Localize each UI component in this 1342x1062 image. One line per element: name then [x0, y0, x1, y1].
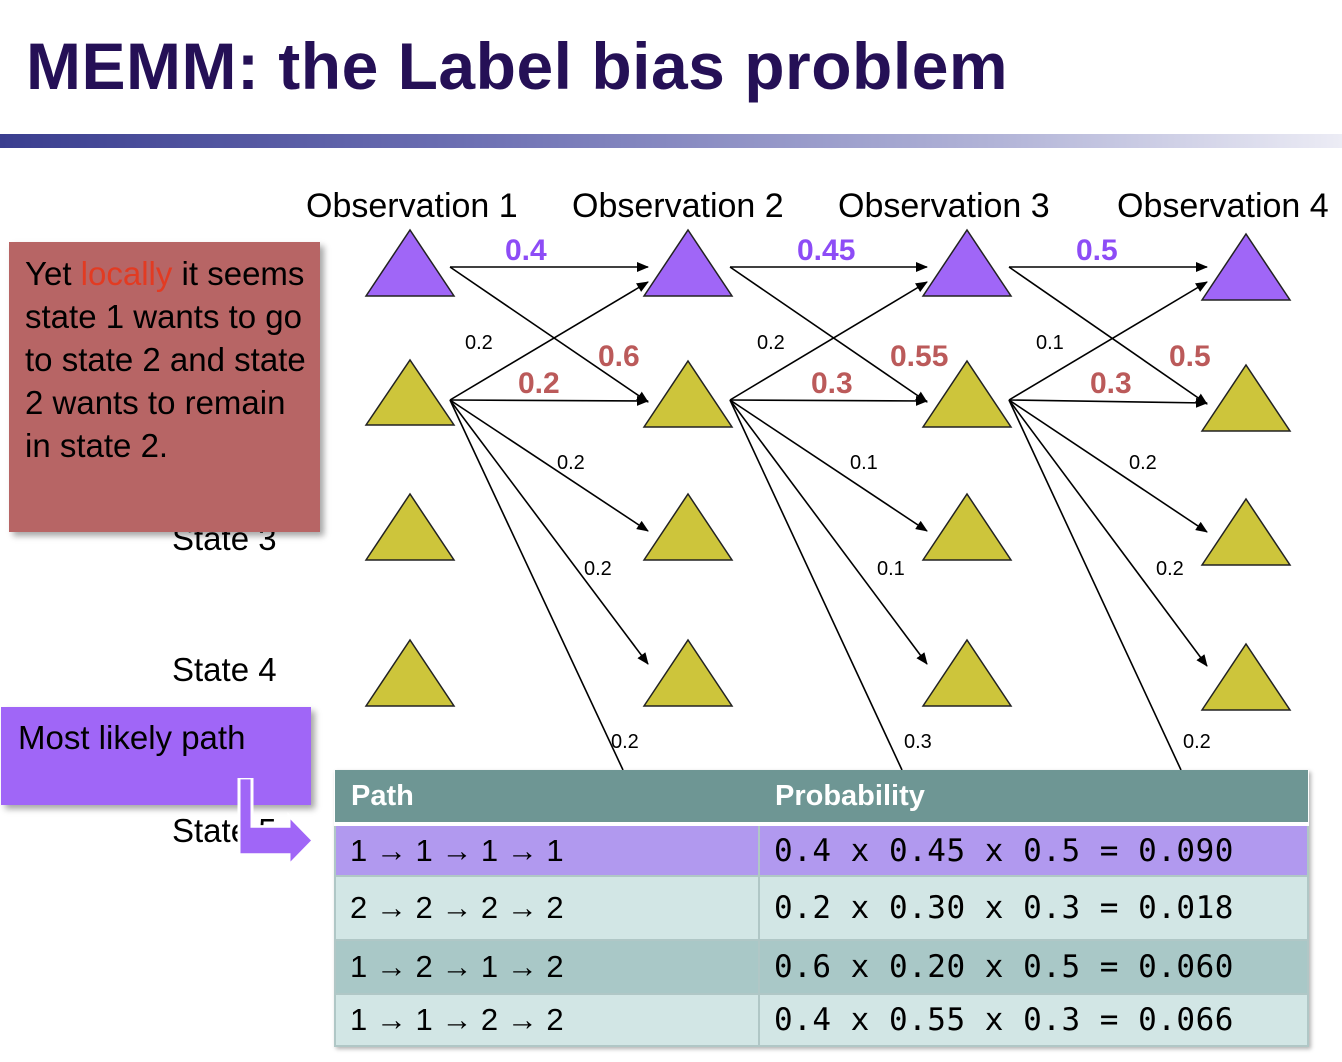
node-obs2-state3 [642, 492, 734, 561]
prob-t1-s2-s3: 0.2 [557, 452, 585, 474]
node-obs3-state2 [921, 359, 1013, 428]
table-row: 1 → 1 → 1 → 1 0.4 x 0.45 x 0.5 = 0.090 [334, 823, 1309, 877]
note-prefix: Yet [25, 255, 81, 292]
title-underline-bar [0, 134, 1342, 148]
prob-t2-s2-s1: 0.2 [757, 332, 785, 354]
node-obs4-state4 [1200, 642, 1292, 711]
path-cell: 2 → 2 → 2 → 2 [334, 875, 760, 941]
table-row: 2 → 2 → 2 → 2 0.2 x 0.30 x 0.3 = 0.018 [334, 875, 1309, 941]
observation-4-label: Observation 4 [1117, 187, 1329, 225]
prob-t3-s2-s4: 0.2 [1156, 558, 1184, 580]
observation-2-label: Observation 2 [572, 187, 784, 225]
node-obs3-state4 [921, 638, 1013, 707]
node-obs1-state2 [364, 358, 456, 426]
node-obs1-state4 [364, 638, 456, 707]
prob-t3-s1-s2: 0.5 [1169, 340, 1211, 373]
node-obs2-state2 [642, 359, 734, 428]
probability-cell: 0.2 x 0.30 x 0.3 = 0.018 [758, 875, 1309, 941]
node-obs2-state4 [642, 638, 734, 707]
probability-cell: 0.4 x 0.55 x 0.3 = 0.066 [758, 993, 1309, 1047]
prob-t2-s2-s2: 0.3 [811, 367, 853, 400]
observation-3-label: Observation 3 [838, 187, 1050, 225]
prob-t2-s2-s5: 0.3 [904, 731, 932, 753]
prob-t3-s2-s5: 0.2 [1183, 731, 1211, 753]
slide-title: MEMM: the Label bias problem [26, 29, 1009, 103]
node-obs4-state1 [1200, 232, 1292, 301]
node-obs4-state2 [1200, 363, 1292, 432]
transition-edges-2 [729, 262, 928, 771]
path-cell: 1 → 1 → 1 → 1 [334, 823, 760, 877]
node-obs2-state1 [642, 228, 734, 297]
prob-t3-s2-s3: 0.2 [1129, 452, 1157, 474]
prob-t1-s1-s1: 0.4 [505, 234, 547, 267]
prob-t1-s2-s1: 0.2 [465, 332, 493, 354]
most-likely-path-callout: Most likely path [1, 707, 311, 805]
header-probability: Probability [759, 770, 1308, 826]
prob-t1-s1-s2: 0.6 [598, 340, 640, 373]
prob-t1-s2-s2: 0.2 [518, 367, 560, 400]
table-row: 1 → 1 → 2 → 2 0.4 x 0.55 x 0.3 = 0.066 [334, 993, 1309, 1047]
node-obs4-state3 [1200, 497, 1292, 566]
prob-t2-s2-s4: 0.1 [877, 558, 905, 580]
note-highlight-word: locally [80, 255, 173, 292]
observation-1-label: Observation 1 [306, 187, 518, 225]
table-header-row: Path Probability [335, 770, 1308, 826]
probability-cell: 0.4 x 0.45 x 0.5 = 0.090 [758, 823, 1309, 877]
transition-edges-3 [1008, 262, 1208, 771]
transition-edges-1 [449, 262, 649, 771]
node-obs1-state3 [364, 492, 456, 561]
node-obs3-state3 [921, 492, 1013, 561]
callout-arrow-icon [237, 778, 315, 869]
probability-cell: 0.6 x 0.20 x 0.5 = 0.060 [758, 939, 1309, 995]
callout-text: Most likely path [18, 719, 246, 756]
prob-t2-s1-s1: 0.45 [797, 234, 855, 267]
node-obs1-state1 [364, 228, 456, 297]
path-cell: 1 → 1 → 2 → 2 [334, 993, 760, 1047]
label-bias-note: Yet locally it seems state 1 wants to go… [9, 242, 320, 532]
path-probability-table: Path Probability 1 → 1 → 1 → 1 0.4 x 0.4… [334, 770, 1309, 1047]
prob-t1-s2-s4: 0.2 [584, 558, 612, 580]
prob-t3-s2-s2: 0.3 [1090, 367, 1132, 400]
path-cell: 1 → 2 → 1 → 2 [334, 939, 760, 995]
node-obs3-state1 [921, 228, 1013, 297]
prob-t3-s2-s1: 0.1 [1036, 332, 1064, 354]
prob-t1-s2-s5: 0.2 [611, 731, 639, 753]
prob-t2-s1-s2: 0.55 [890, 340, 948, 373]
table-row: 1 → 2 → 1 → 2 0.6 x 0.20 x 0.5 = 0.060 [334, 939, 1309, 995]
prob-t2-s2-s3: 0.1 [850, 452, 878, 474]
prob-t3-s1-s1: 0.5 [1076, 234, 1118, 267]
header-path: Path [335, 770, 759, 826]
state-4-label: State 4 [172, 651, 277, 688]
note-suffix: it seems state 1 wants to go to state 2 … [25, 255, 306, 464]
